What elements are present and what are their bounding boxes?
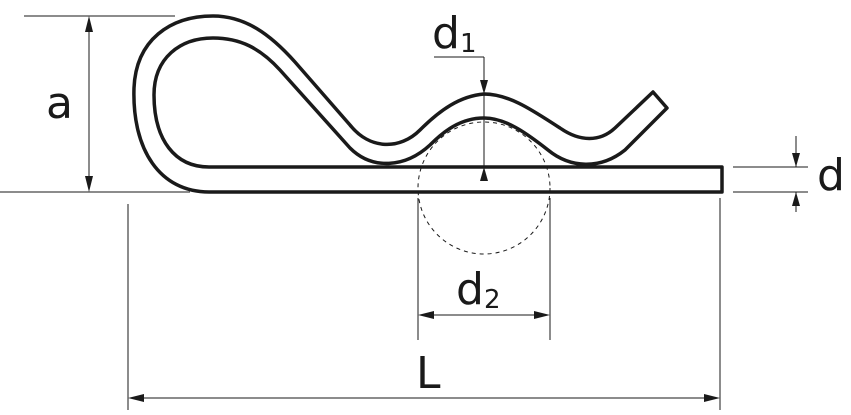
d2-label-subscript: 2 — [484, 285, 501, 315]
hole-circle-dashed — [417, 121, 551, 255]
d2-label: d2 — [456, 264, 500, 315]
L-arrow-left — [128, 394, 144, 402]
d1-label: d1 — [432, 8, 476, 59]
d1-label-subscript: 1 — [460, 29, 477, 59]
a-label: a — [46, 78, 73, 129]
a-arrow-bottom — [85, 176, 93, 192]
d-arrow-top — [792, 153, 800, 167]
L-arrow-right — [704, 394, 720, 402]
a-arrow-top — [85, 16, 93, 32]
d2-arrow-right — [534, 311, 550, 319]
d-arrow-bottom — [792, 192, 800, 206]
d1-label-main: d — [432, 8, 460, 59]
d2-label-main: d — [456, 264, 484, 315]
L-label: L — [416, 348, 441, 399]
r-clip-outline — [132, 14, 724, 194]
d1-arrow-top — [480, 80, 488, 94]
d2-arrow-left — [418, 311, 434, 319]
d1-arrow-bottom — [480, 167, 488, 181]
d-label: d — [817, 150, 845, 201]
